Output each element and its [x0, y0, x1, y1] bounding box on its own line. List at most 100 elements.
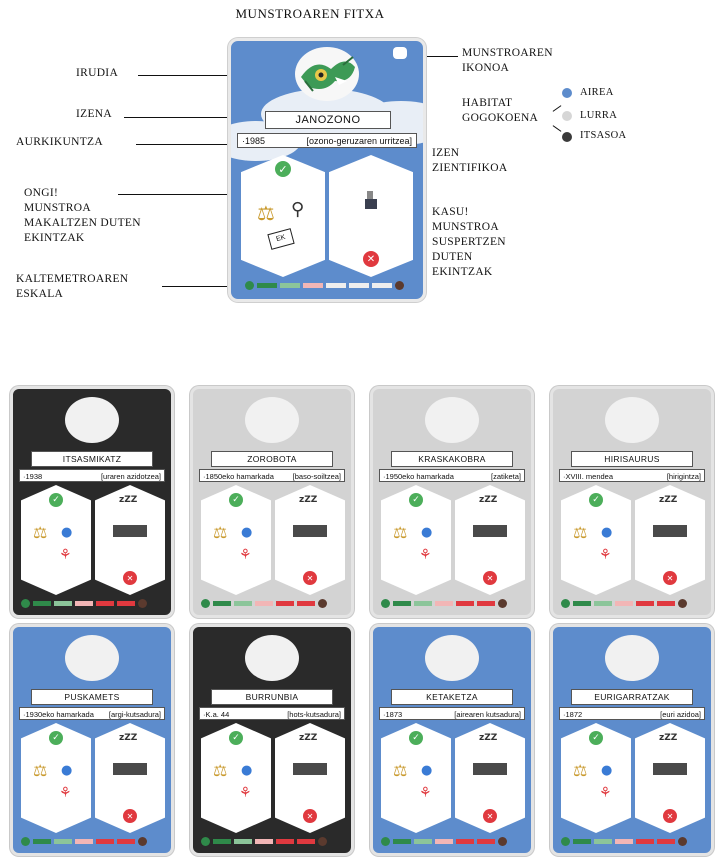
- good-actions-panel: ✓ ⚖ ● ⚘: [201, 723, 271, 833]
- people-icon: [653, 525, 687, 537]
- bicycle-icon: ⚘: [239, 785, 252, 801]
- balance-scale-icon: ⚖: [213, 761, 228, 780]
- page-title: MUNSTROAREN FITXA: [235, 6, 385, 21]
- bicycle-icon: ⚘: [59, 785, 72, 801]
- label-aurkikuntza: AURKIKUNTZA: [16, 136, 103, 148]
- good-actions-panel: ✓ ⚖ ● ⚘: [561, 485, 631, 595]
- monster-card[interactable]: KRASKAKOBRA ·1950eko hamarkada [zatiketa…: [370, 386, 534, 618]
- habitat-bracket: [552, 125, 562, 132]
- balance-scale-icon: ⚖: [573, 523, 588, 542]
- ek-sign-icon: EK: [267, 228, 295, 250]
- people-icon: [473, 763, 507, 775]
- scale-segment: [276, 839, 294, 844]
- label-ongi-line: MAKALTZEN DUTEN: [24, 217, 141, 229]
- discovery-row: ·K.a. 44 [hots-kutsadura]: [199, 707, 345, 720]
- scale-segment: [349, 283, 369, 288]
- discovery-year: ·1873: [383, 710, 403, 719]
- monster-illustration: [295, 47, 359, 101]
- label-habitat-line: GOGOKOENA: [462, 112, 539, 124]
- scale-segment: [280, 283, 300, 288]
- scientific-name: [baso-soiltzea]: [292, 472, 341, 481]
- leader-line-ongi: [118, 194, 246, 195]
- scale-end-dot: [138, 837, 147, 846]
- discovery-year: ·1850eko hamarkada: [203, 472, 274, 481]
- scale-end-dot: [395, 281, 404, 290]
- balance-scale-icon: ⚖: [33, 523, 48, 542]
- label-kaltemetroa-line: ESKALA: [16, 288, 64, 300]
- discovery-row: ·XVIII. mendea [hirigintza]: [559, 469, 705, 482]
- bad-actions-panel: zZZ ✕: [635, 723, 705, 833]
- scale-segment: [477, 601, 495, 606]
- monster-illustration: [245, 397, 299, 443]
- scale-start-dot: [201, 599, 210, 608]
- scientific-name: [hirigintza]: [666, 472, 701, 481]
- scale-segment: [257, 283, 277, 288]
- scale-end-dot: [138, 599, 147, 608]
- people-icon: [113, 525, 147, 537]
- globe-icon: ●: [241, 525, 253, 540]
- monster-name-plate: JANOZONO: [265, 111, 391, 129]
- monster-card[interactable]: ITSASMIKATZ ·1938 [uraren azidotzea] ✓ ⚖…: [10, 386, 174, 618]
- monster-card[interactable]: BURRUNBIA ·K.a. 44 [hots-kutsadura] ✓ ⚖ …: [190, 624, 354, 856]
- discovery-year: ·1985: [242, 136, 266, 146]
- people-icon: [473, 525, 507, 537]
- balance-scale-icon: ⚖: [33, 761, 48, 780]
- scale-segment: [615, 839, 633, 844]
- magnifier-icon: ⚲: [291, 199, 305, 220]
- discovery-year: ·1930eko hamarkada: [23, 710, 94, 719]
- balance-scale-icon: ⚖: [257, 201, 275, 225]
- label-ongi: ONGI! MUNSTROA MAKALTZEN DUTEN EKINTZAK: [24, 186, 141, 246]
- globe-icon: ●: [241, 763, 253, 778]
- monster-card[interactable]: EURIGARRATZAK ·1872 [euri azidoa] ✓ ⚖ ● …: [550, 624, 714, 856]
- scale-segment: [117, 601, 135, 606]
- discovery-row: ·1938 [uraren azidotzea]: [19, 469, 165, 482]
- monster-card[interactable]: KETAKETZA ·1873 [airearen kutsadura] ✓ ⚖…: [370, 624, 534, 856]
- check-icon: ✓: [589, 731, 603, 745]
- sleep-icon: zZZ: [659, 495, 678, 505]
- label-kasu-line: DUTEN: [432, 251, 473, 263]
- leader-line-irudia: [138, 75, 288, 76]
- scale-segment: [75, 601, 93, 606]
- damage-meter-scale: [21, 837, 147, 846]
- label-kasu: KASU! MUNSTROA SUSPERTZEN DUTEN EKINTZAK: [432, 205, 506, 280]
- scale-segment: [372, 283, 392, 288]
- scale-segment: [54, 601, 72, 606]
- janozono-monster-icon: [301, 56, 355, 92]
- damage-meter-scale: [245, 281, 404, 290]
- habitat-airea-dot: [562, 88, 572, 98]
- scale-segment: [414, 601, 432, 606]
- balance-scale-icon: ⚖: [573, 761, 588, 780]
- monster-card[interactable]: HIRISAURUS ·XVIII. mendea [hirigintza] ✓…: [550, 386, 714, 618]
- scale-segment: [54, 839, 72, 844]
- label-ikonoa-line: MUNSTROAREN: [462, 47, 553, 59]
- scientific-name: [argi-kutsadura]: [108, 710, 161, 719]
- monster-icon: [393, 47, 407, 59]
- monster-illustration: [605, 635, 659, 681]
- people-icon: [653, 763, 687, 775]
- scale-start-dot: [381, 837, 390, 846]
- people-icon: [293, 525, 327, 537]
- sleep-icon: zZZ: [659, 733, 678, 743]
- scale-segment: [657, 601, 675, 606]
- scale-start-dot: [201, 837, 210, 846]
- scale-start-dot: [21, 599, 30, 608]
- scale-segment: [636, 839, 654, 844]
- sleep-icon: zZZ: [299, 495, 318, 505]
- bad-actions-panel: zZZ ✕: [275, 723, 345, 833]
- bicycle-icon: ⚘: [239, 547, 252, 563]
- leader-line-izena: [124, 117, 264, 118]
- scale-segment: [326, 283, 346, 288]
- label-kaltemetroa: KALTEMETROAREN ESKALA: [16, 272, 128, 302]
- globe-icon: ●: [61, 763, 73, 778]
- discovery-year: ·K.a. 44: [203, 710, 230, 719]
- damage-meter-scale: [21, 599, 147, 608]
- monster-name-plate: ZOROBOTA: [211, 451, 333, 467]
- scale-start-dot: [21, 837, 30, 846]
- monster-card[interactable]: PUSKAMETS ·1930eko hamarkada [argi-kutsa…: [10, 624, 174, 856]
- monster-illustration: [425, 397, 479, 443]
- monster-illustration: [65, 397, 119, 443]
- label-ikonoa-line: IKONOA: [462, 62, 510, 74]
- monster-card[interactable]: ZOROBOTA ·1850eko hamarkada [baso-soiltz…: [190, 386, 354, 618]
- habitat-lurra-label: LURRA: [580, 110, 618, 121]
- discovery-row: ·1950eko hamarkada [zatiketa]: [379, 469, 525, 482]
